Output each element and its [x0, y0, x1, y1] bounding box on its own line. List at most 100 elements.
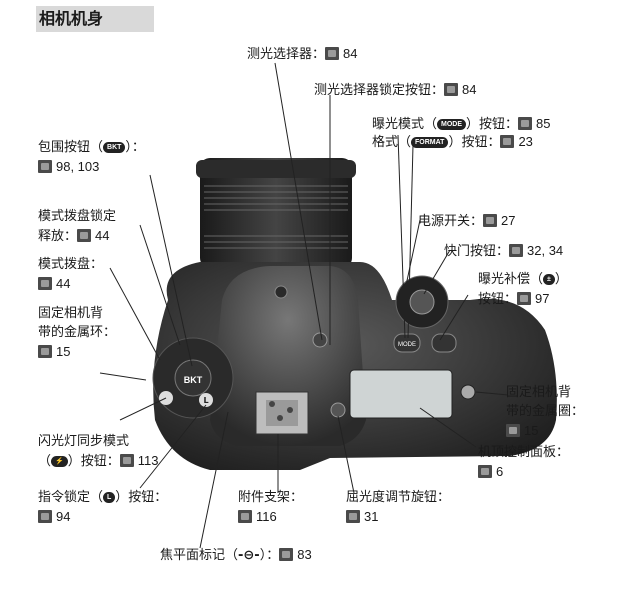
- label-text: 机顶控制面板：: [478, 445, 570, 460]
- label-text: 附件支架：: [238, 490, 304, 505]
- page-number: 31: [364, 509, 379, 524]
- page-ref-icon: [325, 47, 340, 60]
- label-text: 带的金属圈：: [506, 404, 585, 419]
- page-title: 相机机身: [36, 6, 154, 32]
- label-text: 曝光模式（: [372, 117, 438, 132]
- label-strap-eyelet-right: 固定相机背 带的金属圈： 15: [506, 383, 584, 441]
- label-text: 格式（: [372, 135, 412, 150]
- label-text: 带的金属环：: [38, 325, 117, 340]
- page-ref-icon: [500, 135, 515, 148]
- page-number: 15: [524, 423, 539, 438]
- dial-bkt-text: BKT: [184, 375, 203, 385]
- label-text: ）按钮：: [466, 117, 519, 132]
- top-control-panel: [349, 369, 453, 419]
- page-ref-icon: [509, 244, 524, 257]
- page-number: 84: [462, 82, 477, 97]
- page-number: 32, 34: [527, 243, 564, 258]
- label-exposure-comp: 曝光补偿（±） 按钮： 97: [478, 270, 568, 309]
- label-text: ）按钮：: [115, 490, 168, 505]
- page-ref-icon: [518, 117, 533, 130]
- page-number: 6: [496, 464, 504, 479]
- leader-lines: [99, 62, 509, 549]
- label-bracketing-ref: 98, 103: [38, 157, 99, 177]
- label-text: 按钮：: [478, 292, 518, 307]
- page-ref-icon: [119, 454, 134, 467]
- label-strap-eyelet-left: 固定相机背 带的金属环： 15: [38, 304, 116, 362]
- page-number: 44: [56, 276, 71, 291]
- label-format: 格式（FORMAT）按钮： 23: [372, 132, 533, 152]
- label-metering-selector: 测光选择器： 84: [247, 44, 357, 64]
- page-ref-icon: [38, 345, 52, 358]
- page-number: 15: [56, 344, 71, 359]
- label-mode-dial: 模式拨盘： 44: [38, 255, 103, 294]
- label-text: 快门按钮：: [444, 244, 510, 259]
- label-text: 焦平面标记（: [160, 548, 239, 563]
- flash-icon: ⚡: [51, 456, 68, 467]
- label-text: ）：: [125, 140, 145, 155]
- page-ref-icon: [483, 214, 498, 227]
- page-number: 84: [343, 46, 358, 61]
- label-bracketing: 包围按钮（BKT）：: [38, 138, 145, 157]
- page-number: 116: [256, 509, 277, 524]
- page-ref-icon: [346, 510, 360, 523]
- label-focal-plane: 焦平面标记（-⊖-）： 83: [160, 545, 312, 565]
- focal-plane-icon: -⊖-: [238, 548, 260, 563]
- label-command-lock: 指令锁定（L）按钮： 94: [38, 488, 167, 527]
- label-flash-sync: 闪光灯同步模式 （⚡）按钮： 113: [38, 432, 158, 471]
- label-text: 指令锁定（: [38, 490, 104, 505]
- label-text: 闪光灯同步模式: [38, 434, 130, 449]
- label-text: ）按钮：: [67, 454, 120, 469]
- page-ref-icon: [444, 83, 459, 96]
- lock-icon: L: [103, 492, 116, 503]
- label-exposure-mode: 曝光模式（MODE）按钮： 85: [372, 114, 551, 134]
- page-ref-icon: [478, 465, 492, 478]
- label-text: 释放：: [38, 229, 78, 244]
- mode-dial: BKT L: [152, 337, 234, 419]
- label-diopter: 屈光度调节旋钮： 31: [346, 488, 450, 527]
- label-text: 模式拨盘：: [38, 257, 104, 272]
- label-metering-lock: 测光选择器锁定按钮： 84: [314, 80, 476, 100]
- label-text: 测光选择器：: [247, 47, 326, 62]
- label-text: ）: [554, 272, 568, 287]
- label-text: 固定相机背: [506, 385, 572, 400]
- page-ref-icon: [38, 277, 52, 290]
- label-text: 曝光补偿（: [478, 272, 544, 287]
- label-shutter: 快门按钮： 32, 34: [444, 241, 563, 261]
- page-number: 113: [137, 453, 159, 468]
- label-text: 固定相机背: [38, 306, 104, 321]
- mode-icon: MODE: [437, 119, 467, 130]
- label-text: 屈光度调节旋钮：: [346, 490, 451, 505]
- lens: [196, 158, 356, 268]
- label-text: 电源开关：: [418, 214, 484, 229]
- page-ref-icon: [279, 548, 294, 561]
- page-number: 83: [297, 547, 312, 562]
- page-number: 27: [501, 213, 516, 228]
- format-icon: FORMAT: [411, 137, 449, 148]
- exposure-comp-icon: ±: [543, 274, 555, 285]
- page-number: 98, 103: [56, 159, 100, 174]
- page-number: 23: [518, 134, 533, 149]
- page-ref-icon: [38, 160, 52, 173]
- page-ref-icon: [38, 510, 52, 523]
- label-text: 测光选择器锁定按钮：: [314, 83, 445, 98]
- page-number: 94: [56, 509, 71, 524]
- bkt-icon: BKT: [103, 142, 126, 153]
- page-ref-icon: [77, 229, 92, 242]
- label-text: 包围按钮（: [38, 140, 104, 155]
- label-text: ）按钮：: [448, 135, 501, 150]
- page-ref-icon: [238, 510, 252, 523]
- label-mode-dial-lock: 模式拨盘锁定 释放： 44: [38, 207, 116, 246]
- page-number: 97: [535, 291, 550, 306]
- label-accessory-shoe: 附件支架： 116: [238, 488, 303, 527]
- label-text: 模式拨盘锁定: [38, 209, 117, 224]
- label-text: ）：: [259, 548, 280, 563]
- page-number: 44: [95, 228, 110, 243]
- page-ref-icon: [506, 424, 520, 437]
- page-number: 85: [536, 116, 551, 131]
- label-power: 电源开关： 27: [418, 211, 515, 231]
- dial-lock-text: L: [203, 396, 208, 405]
- label-text: （: [38, 454, 52, 469]
- label-control-panel: 机顶控制面板： 6: [478, 443, 569, 482]
- mode-button-text: MODE: [398, 342, 416, 348]
